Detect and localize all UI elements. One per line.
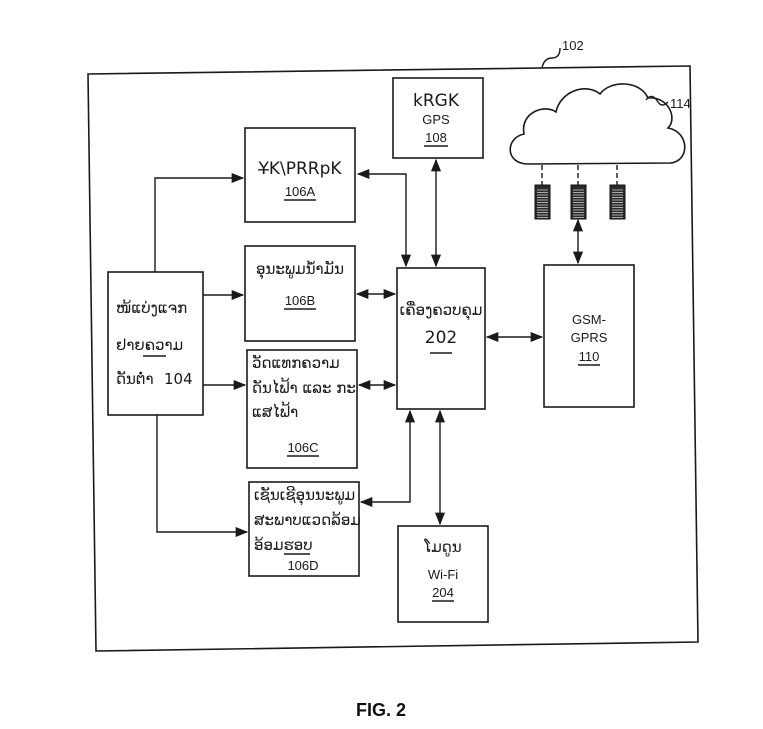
panel-ref: 104 xyxy=(164,370,193,388)
block-distribution-panel-104 xyxy=(107,271,204,416)
wifi-ref: 204 xyxy=(432,585,454,600)
controller-ref: 202 xyxy=(425,328,457,348)
block-106b-title: ອຸນະພູມນ້ຳມັນ xyxy=(256,259,344,280)
panel-line3: ດັນຕ່ຳ xyxy=(116,369,154,388)
connector-106a-controller xyxy=(356,168,412,268)
connector-104-to-106a xyxy=(154,172,245,272)
wifi-title: ໂມດູນ xyxy=(423,538,461,557)
gsm-line1: GSM- xyxy=(572,312,606,327)
gps-title: kRGK xyxy=(413,91,460,111)
system-ref-label: 102 xyxy=(562,38,584,53)
controller-title: ເຄື່ອງຄວບຄຸມ xyxy=(400,300,483,321)
panel-line1: ໜ້ແບ່ງແຈກ xyxy=(116,298,187,317)
block-106c-ref: 106C xyxy=(287,440,318,455)
cloud-server-links xyxy=(541,165,618,185)
wifi-subtitle: Wi-Fi xyxy=(428,567,458,582)
server-icon xyxy=(609,184,626,220)
block-106a-ref: 106A xyxy=(285,184,316,199)
block-106b-ref: 106B xyxy=(285,293,315,308)
cloud-ref-leader xyxy=(645,95,669,106)
block-106c-line3: ແສໄຟ້າ xyxy=(252,400,298,421)
server-rack-group xyxy=(534,184,626,220)
block-gps-108 xyxy=(392,77,484,159)
connector-106d-controller xyxy=(359,409,416,508)
block-106d-line1: ເຊັນເຊີອຸນນະພູມ xyxy=(254,485,355,506)
figure-caption: FIG. 2 xyxy=(356,700,406,720)
cloud-icon xyxy=(509,83,686,165)
block-106a-title: Y̶K\PRRpK xyxy=(257,159,342,179)
block-106c-line1: ວັດແທກຄວາມ xyxy=(252,353,340,372)
system-ref-leader xyxy=(541,47,561,69)
server-icon xyxy=(570,184,587,220)
block-controller-202 xyxy=(396,267,486,410)
block-106c xyxy=(246,349,358,469)
panel-line2: ຢາຍຄວາມ xyxy=(116,336,183,354)
gps-ref: 108 xyxy=(425,130,447,145)
block-gsm-gprs-110 xyxy=(543,264,635,408)
block-106d-ref: 106D xyxy=(287,558,318,573)
connector-104-to-106d xyxy=(156,415,249,538)
block-106a xyxy=(244,127,356,223)
block-106c-line2: ດັນໄຟ້າ ແລະ ກະ xyxy=(252,376,356,397)
block-106b xyxy=(244,245,356,342)
gps-subtitle: GPS xyxy=(422,112,450,127)
gsm-line2: GPRS xyxy=(571,330,608,345)
server-icon xyxy=(534,184,551,220)
block-106d-line3: ອ້ອມຮອບ xyxy=(254,535,313,554)
cloud-ref-label: 114 xyxy=(670,96,691,111)
block-wifi-204 xyxy=(397,525,489,623)
gsm-ref: 110 xyxy=(579,349,600,364)
system-boundary-frame xyxy=(87,65,699,652)
block-106d xyxy=(248,481,360,577)
block-106d-line2: ສະພາບແວດລ້ອມ xyxy=(254,510,361,529)
